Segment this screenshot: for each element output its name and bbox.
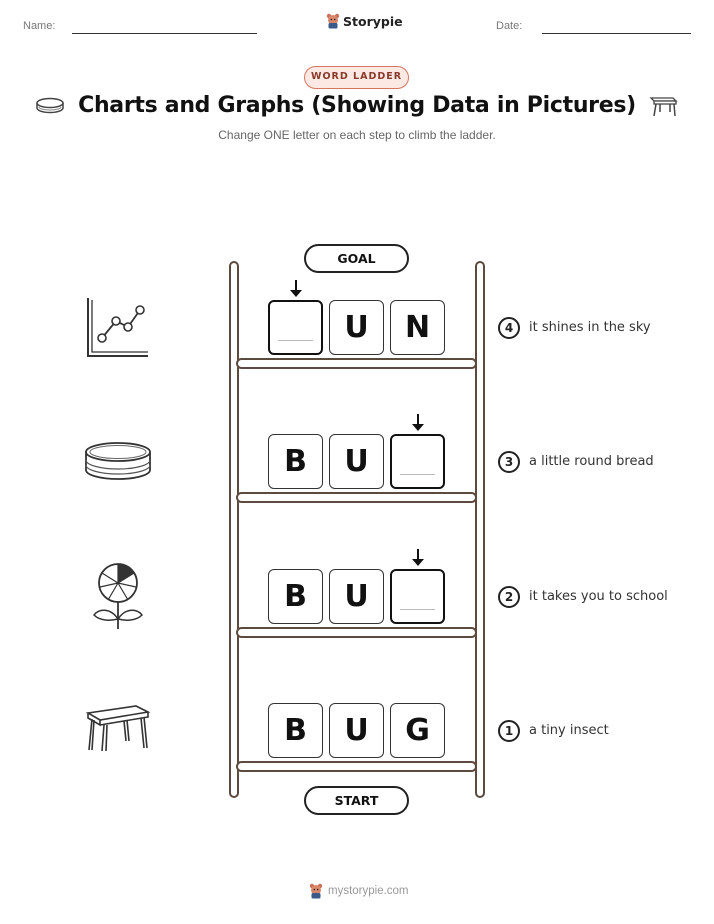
- change-arrow-icon: [412, 414, 424, 431]
- bear-mascot-icon: [326, 13, 340, 29]
- goal-label: GOAL: [304, 244, 409, 273]
- letter-tile-blank[interactable]: [268, 300, 323, 355]
- letter-tile: U: [329, 703, 384, 758]
- brand-logo: Storypie: [326, 13, 403, 29]
- name-field[interactable]: [72, 33, 257, 34]
- ladder-rung: [236, 627, 477, 638]
- ladder-rung: [236, 492, 477, 503]
- step-clue: a little round bread: [529, 454, 654, 469]
- letter-tile-blank[interactable]: [390, 569, 445, 624]
- letter-tile: N: [390, 300, 445, 355]
- letter-tile-blank[interactable]: [390, 434, 445, 489]
- name-label: Name:: [23, 20, 56, 32]
- footer-site: mystorypie.com: [328, 885, 409, 897]
- ladder-left-rail: [229, 261, 239, 798]
- brand-name: Storypie: [343, 13, 403, 29]
- letter-tile: U: [329, 434, 384, 489]
- letter-tile: U: [329, 300, 384, 355]
- change-arrow-icon: [290, 280, 302, 297]
- page-title: Charts and Graphs (Showing Data in Pictu…: [78, 93, 636, 118]
- step-number: 4: [498, 317, 520, 339]
- ladder-right-rail: [475, 261, 485, 798]
- bear-mascot-icon: [309, 883, 323, 899]
- date-label: Date:: [496, 20, 523, 32]
- stool-icon: [649, 97, 678, 117]
- letter-tile: B: [268, 434, 323, 489]
- footer: mystorypie.com: [309, 883, 409, 899]
- step-number: 3: [498, 451, 520, 473]
- stool-icon: [85, 705, 151, 752]
- step-number: 2: [498, 586, 520, 608]
- start-label: START: [304, 786, 409, 815]
- pie-flower-icon: [93, 563, 143, 629]
- step-clue: it takes you to school: [529, 589, 668, 604]
- change-arrow-icon: [412, 549, 424, 566]
- line-chart-icon: [87, 298, 148, 357]
- letter-tile: B: [268, 703, 323, 758]
- letter-tile: B: [268, 569, 323, 624]
- instructions: Change ONE letter on each step to climb …: [218, 128, 496, 142]
- ring-icon: [36, 97, 64, 114]
- date-field[interactable]: [542, 33, 691, 34]
- step-clue: a tiny insect: [529, 723, 609, 738]
- ring-icon: [85, 442, 151, 480]
- step-number: 1: [498, 720, 520, 742]
- letter-tile: G: [390, 703, 445, 758]
- ladder-rung: [236, 761, 477, 772]
- letter-tile: U: [329, 569, 384, 624]
- ladder-rung: [236, 358, 477, 369]
- word-ladder-badge: WORD LADDER: [304, 66, 409, 89]
- step-clue: it shines in the sky: [529, 320, 651, 335]
